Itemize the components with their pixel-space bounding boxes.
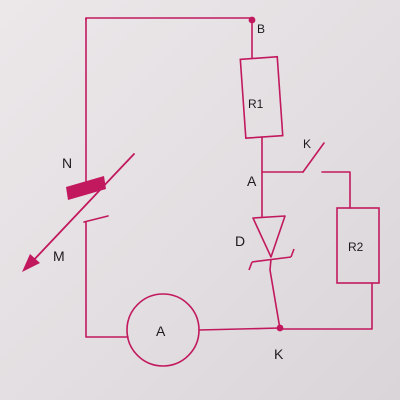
rheostat-m-label: M — [53, 248, 65, 264]
rheostat[interactable] — [22, 153, 135, 272]
wire-r2-k — [278, 282, 373, 330]
wire-left-lower — [85, 221, 129, 338]
ammeter — [126, 293, 200, 367]
rheostat-lower-contact — [83, 215, 109, 223]
node-k-label: K — [274, 346, 284, 362]
rheostat-resistor-bar — [66, 176, 106, 200]
zener-diode — [248, 215, 295, 271]
node-b-dot — [248, 16, 256, 24]
rheostat-n-label: N — [62, 155, 72, 171]
resistor-r2-label: R2 — [348, 240, 364, 254]
resistor-r1-label: R1 — [248, 97, 264, 111]
resistor-r1 — [239, 55, 284, 140]
node-k-dot — [276, 324, 284, 332]
wire-ammeter-k — [198, 327, 281, 331]
node-a-label: A — [247, 173, 257, 189]
resistor-r2 — [336, 207, 380, 284]
wire-switch-r2 — [321, 171, 351, 209]
ammeter-label: A — [156, 323, 166, 339]
diode-label: D — [235, 233, 245, 249]
wire-top — [85, 17, 253, 21]
node-b-label: B — [257, 22, 265, 36]
rheostat-arrow-head-icon — [22, 254, 40, 272]
rheostat-slider-arrow-shaft[interactable] — [29, 153, 135, 265]
switch-k-label: K — [303, 137, 311, 151]
wire-diode-k — [269, 269, 281, 330]
switch-k[interactable] — [302, 142, 325, 173]
